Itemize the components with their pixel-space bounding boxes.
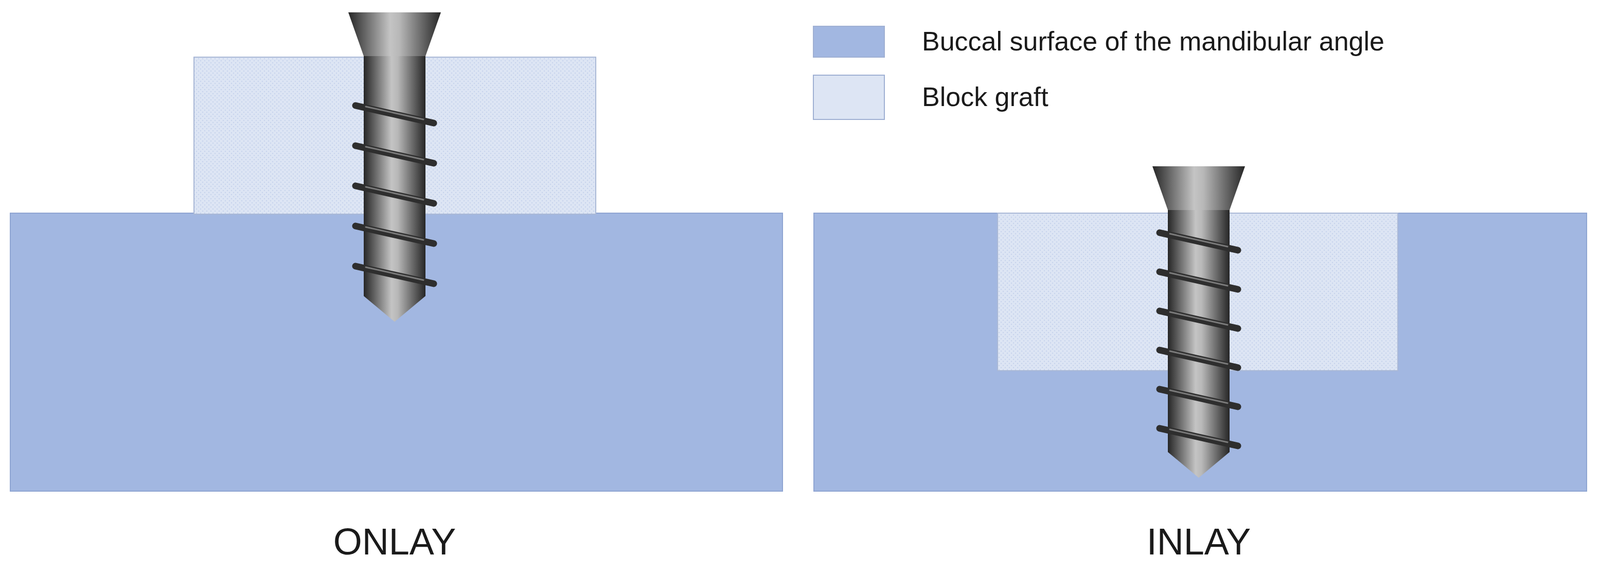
screw — [1152, 166, 1246, 478]
panel-label: INLAY — [1146, 520, 1252, 563]
panel-label: ONLAY — [333, 520, 457, 563]
legend-text: Block graft — [921, 81, 1049, 113]
legend-text: Buccal surface of the mandibular angle — [921, 26, 1385, 58]
legend-swatch — [812, 25, 885, 58]
legend-swatch — [812, 74, 885, 120]
screw — [348, 12, 441, 322]
